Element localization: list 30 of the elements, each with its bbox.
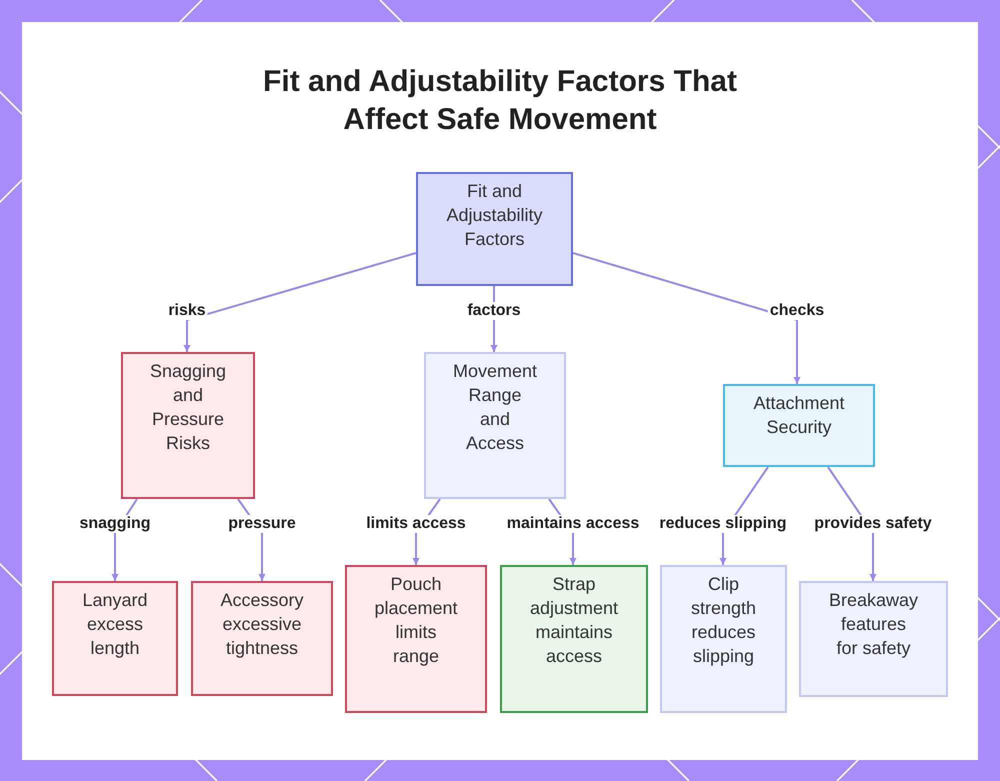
edge-label: pressure <box>226 515 298 533</box>
factor-box <box>500 565 648 713</box>
factor-box <box>191 581 333 696</box>
category-box <box>424 352 566 499</box>
connector-arrow <box>572 252 800 384</box>
node-text: Pouch placement limits range <box>373 573 459 668</box>
diagram-title: Fit and Adjustability Factors That Affect Safe Movement <box>262 64 738 138</box>
node-text: Clip strength reduces slipping <box>690 573 758 668</box>
edge-label: factors <box>465 302 523 320</box>
node-text: Attachment Security <box>752 392 846 439</box>
connector-arrow <box>184 252 416 352</box>
edge-label: limits access <box>364 515 468 533</box>
edge-label: provides safety <box>812 515 934 533</box>
node-text: Snagging and Pressure Risks <box>148 360 228 455</box>
edge-label: maintains access <box>504 515 642 533</box>
node-text: Movement Range and Access <box>452 360 538 455</box>
factor-box <box>52 581 178 696</box>
node-text: Fit and Adjustability Factors <box>445 180 544 251</box>
node-text: Strap adjustment maintains access <box>528 573 620 668</box>
factor-box <box>660 565 787 713</box>
topic-box <box>416 172 573 286</box>
category-box <box>121 352 255 499</box>
factor-box <box>345 565 487 713</box>
node-text: Accessory excessive tightness <box>219 589 305 660</box>
node-text: Breakaway features for safety <box>828 589 918 660</box>
edge-label: risks <box>166 302 208 320</box>
category-box <box>723 384 875 467</box>
node-text: Lanyard excess length <box>81 589 149 660</box>
factor-box <box>799 581 948 697</box>
edge-label: checks <box>768 302 826 320</box>
